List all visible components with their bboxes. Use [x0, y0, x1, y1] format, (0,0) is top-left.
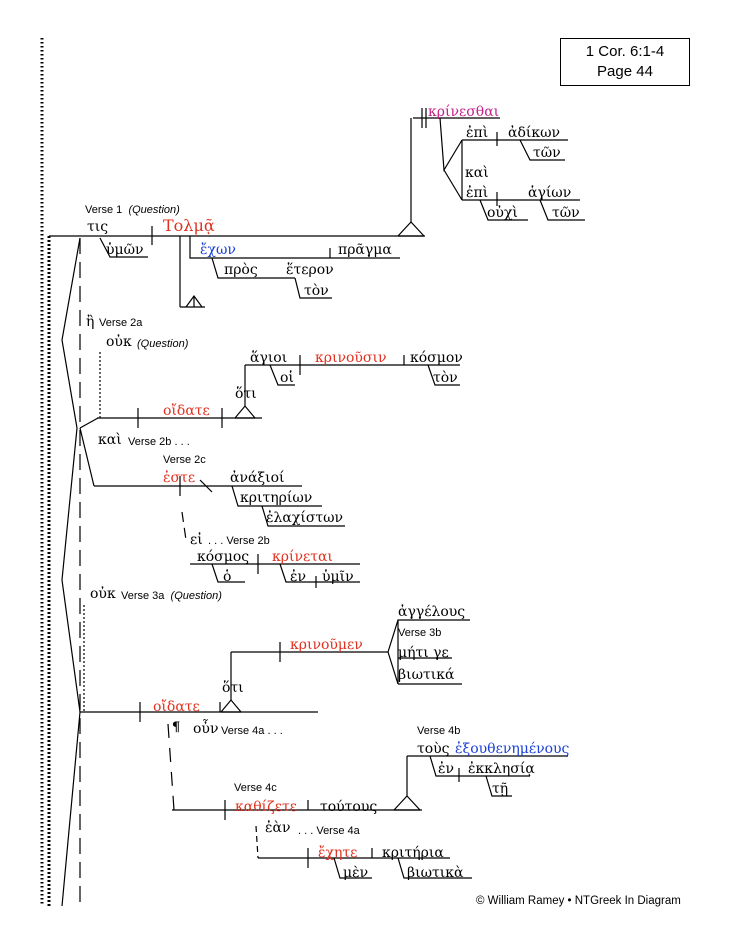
word: ἁγίων — [528, 185, 572, 201]
word: κριτηρίων — [240, 490, 313, 506]
word: ἀνάξιοί — [230, 470, 285, 486]
word: ὅτι — [222, 680, 244, 696]
word: ἐκκλησίᾳ — [468, 761, 535, 777]
verse-label: Verse 4c — [234, 782, 277, 794]
word: μήτι γε — [398, 645, 449, 661]
paragraph-mark: ¶ — [172, 720, 181, 735]
verse-label: Verse 1 (Question) — [85, 204, 180, 216]
verse-label: Verse 3a (Question) — [121, 590, 222, 602]
verb-word: ἐστε — [163, 470, 196, 486]
word: ὑμῖν — [322, 569, 354, 585]
word: οὐκ — [106, 334, 132, 350]
word: οὐκ — [90, 586, 116, 602]
word: ἐπὶ — [466, 185, 489, 201]
word: τις — [87, 219, 109, 235]
word: βιωτικὰ — [407, 865, 464, 881]
word: εἰ — [190, 532, 203, 548]
word: ὑμῶν — [106, 242, 144, 258]
infinitive-word: κρίνεσθαι — [428, 104, 500, 120]
verse-label: Verse 4b — [417, 725, 461, 737]
word: καὶ — [98, 432, 122, 448]
word: κόσμος — [197, 549, 250, 565]
verb-word: κρίνεται — [272, 549, 333, 565]
verse-label: Verse 2c — [163, 454, 206, 466]
verse-label: Verse 4a . . . — [221, 725, 283, 737]
word: ἐν — [438, 761, 455, 777]
word: τῶν — [533, 145, 561, 161]
word: ἢ — [86, 314, 95, 330]
word: ἀγγέλους — [398, 604, 466, 620]
participle-word: ἔχων — [200, 242, 236, 258]
copyright-notice: © William Ramey • NTGreek In Diagram — [476, 895, 681, 907]
word: ἐπὶ — [466, 125, 489, 141]
verb-word: οἴδατε — [153, 699, 200, 715]
verse-label: Verse 2a — [99, 317, 143, 329]
word: ἐν — [290, 569, 307, 585]
word: τῶν — [552, 205, 580, 221]
word: οἱ — [280, 370, 294, 386]
verb-word: ἔχητε — [318, 845, 358, 861]
participle-word: ἐξουθενημένους — [455, 741, 570, 757]
verse-label: . . . Verse 2b — [208, 535, 270, 547]
reference-box: 1 Cor. 6:1-4 Page 44 — [560, 38, 690, 86]
word: κριτήρια — [382, 845, 444, 861]
reference-line-2: Page 44 — [597, 63, 653, 80]
word: ἐὰν — [265, 820, 291, 836]
word: καὶ — [465, 165, 489, 181]
verb-word: οἴδατε — [163, 403, 210, 419]
word: τούτους — [320, 799, 378, 815]
word: ὁ — [223, 569, 232, 585]
verb-word: Τολμᾷ — [163, 216, 215, 235]
verb-word: κρινοῦσιν — [315, 350, 387, 366]
word: οὖν — [193, 721, 219, 737]
word: πρὸς — [224, 262, 258, 278]
verse-label: Verse 2b . . . — [128, 436, 190, 448]
word: βιωτικά — [398, 667, 455, 683]
word: πρᾶγμα — [338, 242, 392, 258]
word: ἕτερον — [286, 262, 334, 278]
word: κόσμον — [410, 350, 463, 366]
word: τῇ — [492, 781, 509, 797]
word: μὲν — [343, 865, 369, 881]
verb-word: καθίζετε — [235, 799, 297, 815]
reference-line-1: 1 Cor. 6:1-4 — [585, 43, 665, 60]
word: ἅγιοι — [250, 350, 288, 366]
verse-label: Verse 3b — [398, 627, 442, 639]
word: οὐχὶ — [487, 205, 518, 221]
verse-label: (Question) — [137, 338, 189, 350]
verse-label: . . . Verse 4a — [298, 825, 360, 837]
word: τοὺς — [417, 741, 450, 757]
word: τὸν — [433, 370, 458, 386]
word: ἐλαχίστων — [266, 510, 344, 526]
word: τὸν — [304, 283, 329, 299]
word: ἀδίκων — [508, 125, 561, 141]
verb-word: κρινοῦμεν — [290, 637, 363, 653]
word: ὅτι — [235, 386, 257, 402]
